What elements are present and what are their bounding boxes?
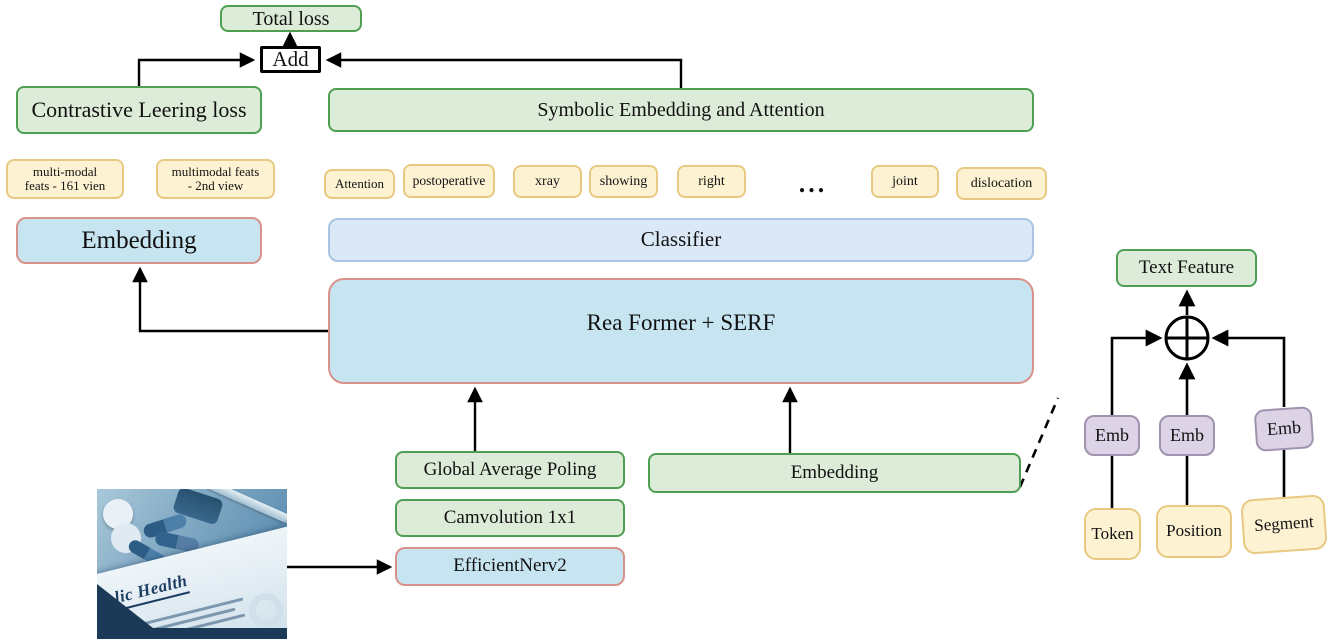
arrow-backbone-to-embedding: [132, 266, 328, 333]
global-average-pooling-box: Global Average Poling: [395, 451, 625, 489]
contrastive-loss-label: Contrastive Leering loss: [31, 96, 247, 122]
cnn-backbone-label: EfficientNerv2: [453, 555, 567, 577]
backbone-label: Rea Former + SERF: [586, 310, 776, 335]
arrow-symbolic-to-add: [325, 52, 683, 88]
total-loss-box: Total loss: [220, 5, 362, 32]
text-feature-box: Text Feature: [1116, 249, 1257, 287]
token-showing: showing: [589, 165, 658, 198]
token-label: dislocation: [970, 175, 1033, 191]
input-segment-box: Segment: [1240, 494, 1328, 555]
multimodal-feats-1-box: multi-modal feats - 161 vien: [6, 159, 124, 199]
token-label: xray: [535, 173, 560, 189]
token-label: Attention: [334, 175, 385, 191]
multimodal-feats-1-line1: multi-modal: [32, 163, 98, 179]
multimodal-feats-2-box: multimodal feats - 2nd view: [156, 159, 275, 199]
token-xray: xray: [513, 165, 582, 198]
arrow-emb3-to-sum: [1211, 329, 1286, 407]
add-label: Add: [272, 46, 309, 71]
text-embedding-label: Embedding: [790, 461, 879, 483]
photo-bottom-strip: [97, 628, 287, 639]
contrastive-loss-box: Contrastive Leering loss: [16, 86, 262, 134]
token-label: right: [698, 173, 725, 189]
token-ellipsis: ...: [793, 168, 833, 198]
arrow-contrastive-to-add: [137, 52, 256, 86]
classifier-label: Classifier: [640, 227, 722, 252]
token-label: showing: [599, 173, 648, 189]
ellipsis-label: ...: [798, 168, 828, 198]
public-health-photo: Public Health: [97, 489, 287, 639]
token-dislocation: dislocation: [956, 167, 1047, 200]
arrow-emb1-to-sum: [1110, 329, 1163, 415]
token-label: postoperative: [412, 172, 486, 188]
token-right: right: [677, 165, 746, 198]
text-feature-label: Text Feature: [1138, 256, 1235, 278]
classifier-box: Classifier: [328, 218, 1034, 262]
cnn-backbone-box: EfficientNerv2: [395, 547, 625, 586]
multimodal-feats-2-line2: - 2nd view: [187, 178, 244, 193]
total-loss-label: Total loss: [252, 7, 330, 30]
emb-box-position: Emb: [1159, 415, 1215, 456]
multimodal-feats-1-line2: feats - 161 vien: [24, 178, 106, 193]
dashed-detail-link: [1018, 397, 1060, 488]
add-box: Add: [260, 46, 321, 73]
emb-box-token: Emb: [1084, 415, 1140, 456]
token-label: joint: [892, 173, 918, 189]
gap-label: Global Average Poling: [423, 458, 597, 480]
input-label: Segment: [1253, 512, 1315, 536]
stethoscope-shape: [249, 593, 283, 627]
symbolic-embedding-label: Symbolic Embedding and Attention: [537, 99, 825, 121]
emb-label: Emb: [1266, 416, 1302, 440]
circled-plus-icon: [1164, 315, 1210, 361]
multimodal-feats-2-line1: multimodal feats: [171, 163, 260, 179]
emb-label: Emb: [1170, 424, 1204, 445]
convolution-label: Camvolution 1x1: [443, 506, 577, 528]
symbolic-embedding-box: Symbolic Embedding and Attention: [328, 88, 1034, 132]
text-embedding-box: Embedding: [648, 453, 1021, 493]
input-token-box: Token: [1084, 508, 1141, 560]
emb-box-segment: Emb: [1253, 406, 1315, 452]
backbone-box: Rea Former + SERF: [328, 278, 1034, 384]
left-embedding-label: Embedding: [81, 226, 197, 254]
token-attention: Attention: [324, 169, 395, 199]
input-label: Token: [1091, 523, 1134, 543]
token-postoperative: postoperative: [403, 164, 495, 198]
convolution-box: Camvolution 1x1: [395, 499, 625, 537]
input-position-box: Position: [1156, 505, 1232, 558]
token-joint: joint: [871, 165, 939, 198]
left-embedding-box: Embedding: [16, 217, 262, 264]
emb-label: Emb: [1095, 424, 1129, 445]
input-label: Position: [1166, 521, 1222, 541]
